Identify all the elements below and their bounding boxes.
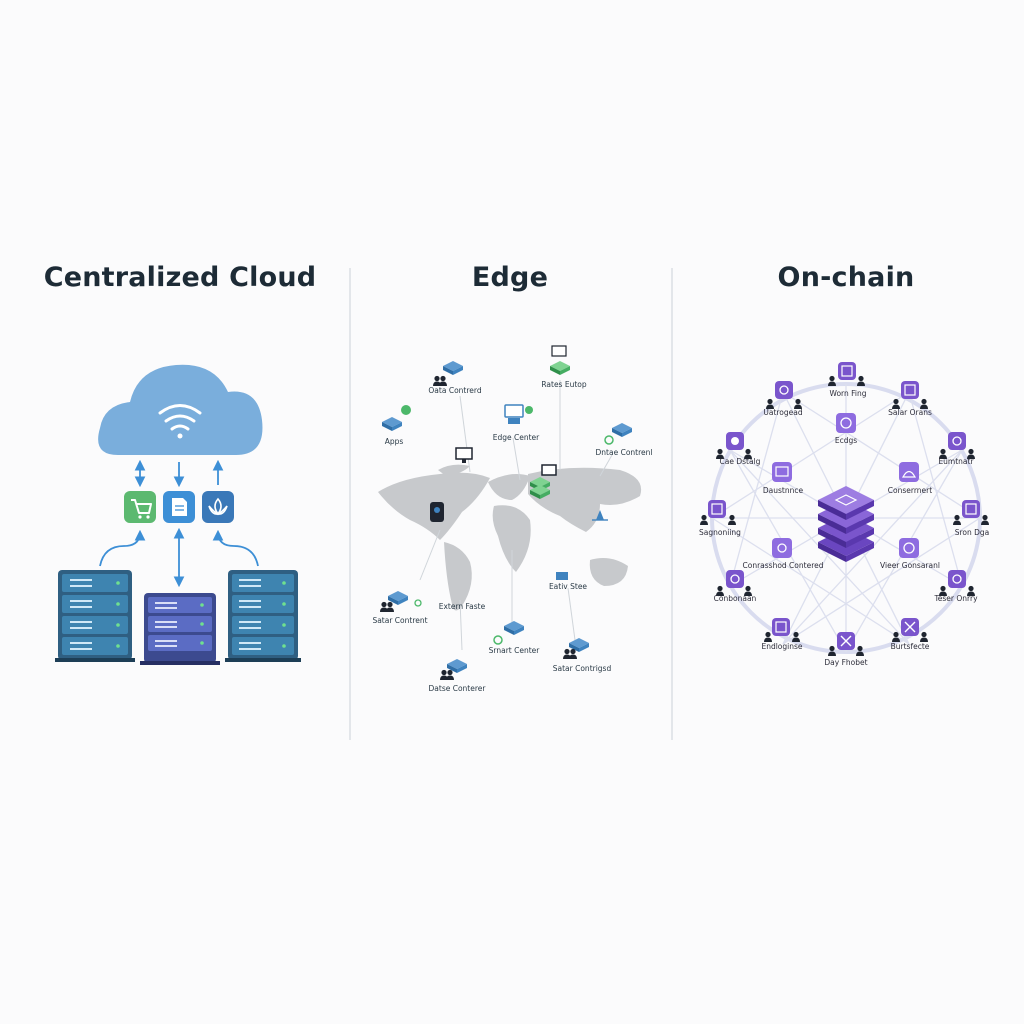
- svg-text:Satar Contrent: Satar Contrent: [372, 616, 427, 625]
- onchain-node-eumtnatr: Eumtnatr: [938, 432, 975, 466]
- panel-title-edge: Edge: [471, 262, 549, 293]
- divider-right: [671, 268, 673, 740]
- edge-node-smart-center: Srnart Center: [489, 621, 541, 655]
- svg-text:Vieer Gonsaranl: Vieer Gonsaranl: [880, 561, 940, 570]
- svg-text:Day Fhobet: Day Fhobet: [824, 658, 867, 667]
- edge-node-eativ: Eativ Stee: [549, 572, 587, 591]
- svg-text:Eumtnatr: Eumtnatr: [938, 457, 974, 466]
- edge-node-data-center: Datse Conterer: [429, 659, 487, 693]
- edge-node-data-control-2: Dntae Contrenl: [596, 423, 653, 457]
- svg-text:Srnart Center: Srnart Center: [489, 646, 541, 655]
- divider-left: [349, 268, 351, 740]
- svg-text:Conserrnert: Conserrnert: [888, 486, 932, 495]
- svg-text:Salar Orans: Salar Orans: [888, 408, 932, 417]
- edge-node-satar-contrent: Satar Contrent: [372, 591, 428, 625]
- server-rack-left: [55, 570, 135, 662]
- svg-text:Cae Dstalg: Cae Dstalg: [720, 457, 761, 466]
- document-icon: [163, 491, 195, 523]
- svg-text:Satar Contrigsd: Satar Contrigsd: [553, 664, 612, 673]
- svg-text:Uatrogead: Uatrogead: [763, 408, 803, 417]
- onchain-node-endloginse: Endloginse: [761, 618, 803, 651]
- cloud-shape: [98, 364, 263, 455]
- svg-text:Apps: Apps: [385, 437, 404, 446]
- svg-text:Conrasshod Contered: Conrasshod Contered: [743, 561, 824, 570]
- panel-title-centralized-cloud: Centralized Cloud: [43, 262, 317, 293]
- onchain-node-cae-dstalg: Cae Dstalg: [716, 432, 761, 466]
- edge-node-map-tower: [592, 510, 608, 521]
- arrow-server-left: [99, 529, 146, 567]
- onchain-node-teser-onrry: Teser Onrry: [933, 570, 978, 603]
- cart-icon: [124, 491, 156, 523]
- lotus-icon: [202, 491, 234, 523]
- onchain-node-uatrogead: Uatrogead: [763, 381, 803, 417]
- edge-node-map-stack: [530, 464, 557, 499]
- panel-title-on-chain: On-chain: [777, 262, 915, 293]
- onchain-node-conrasshod: Conrasshod Contered: [743, 538, 824, 570]
- svg-text:Ecdgs: Ecdgs: [835, 436, 857, 445]
- svg-text:Edge Center: Edge Center: [493, 433, 540, 442]
- onchain-node-worn-fing: Worn Fing: [828, 362, 867, 398]
- world-map: [378, 464, 642, 611]
- blockchain-stack: [818, 486, 874, 562]
- edge-node-extern: Extern Faste: [439, 602, 486, 611]
- svg-text:Endloginse: Endloginse: [761, 642, 802, 651]
- edge-node-data-control-1: Oata Contrerd: [428, 361, 482, 395]
- server-rack-right: [225, 570, 301, 662]
- onchain-node-conbonaan: Conbonaan: [714, 570, 757, 603]
- onchain-node-day-fhobet: Day Fhobet: [824, 632, 868, 667]
- edge-node-satar-contrigsd: Satar Contrigsd: [553, 638, 612, 673]
- svg-text:Eativ Stee: Eativ Stee: [549, 582, 587, 591]
- svg-text:Extern Faste: Extern Faste: [439, 602, 486, 611]
- svg-text:Dntae Contrenl: Dntae Contrenl: [596, 448, 653, 457]
- svg-text:Sron Dga: Sron Dga: [955, 528, 990, 537]
- onchain-node-burtsfecte: Burtsfecte: [891, 618, 930, 651]
- svg-text:Worn Fing: Worn Fing: [829, 389, 866, 398]
- svg-text:Burtsfecte: Burtsfecte: [891, 642, 930, 651]
- edge-node-rates: Rates Eutop: [541, 345, 587, 389]
- onchain-node-vieer: Vieer Gonsaranl: [880, 538, 940, 570]
- edge-node-map-pin: [430, 502, 444, 522]
- arrow-server-right: [212, 529, 259, 567]
- svg-text:Oata Contrerd: Oata Contrerd: [428, 386, 481, 395]
- onchain-node-sron-dga: Sron Dga: [953, 500, 989, 537]
- onchain-node-conserrnert: Conserrnert: [888, 462, 932, 495]
- svg-text:Sagnoniing: Sagnoniing: [699, 528, 741, 537]
- onchain-node-sagnoniing: Sagnoniing: [699, 500, 741, 537]
- svg-text:Datse Conterer: Datse Conterer: [429, 684, 487, 693]
- svg-text:Rates Eutop: Rates Eutop: [541, 380, 587, 389]
- wifi-icon: [158, 404, 202, 439]
- edge-node-edge-center: Edge Center: [493, 404, 540, 442]
- onchain-node-ecdgs: Ecdgs: [835, 413, 857, 445]
- server-rack-center: [140, 593, 220, 665]
- onchain-node-daustnnce: Daustnnce: [763, 462, 804, 495]
- svg-text:Conbonaan: Conbonaan: [714, 594, 757, 603]
- svg-text:Teser Onrry: Teser Onrry: [933, 594, 978, 603]
- onchain-node-salar-orans: Salar Orans: [888, 381, 932, 417]
- edge-node-apps: Apps: [382, 405, 411, 446]
- edge-node-map-monitor: [455, 447, 473, 463]
- svg-text:Daustnnce: Daustnnce: [763, 486, 804, 495]
